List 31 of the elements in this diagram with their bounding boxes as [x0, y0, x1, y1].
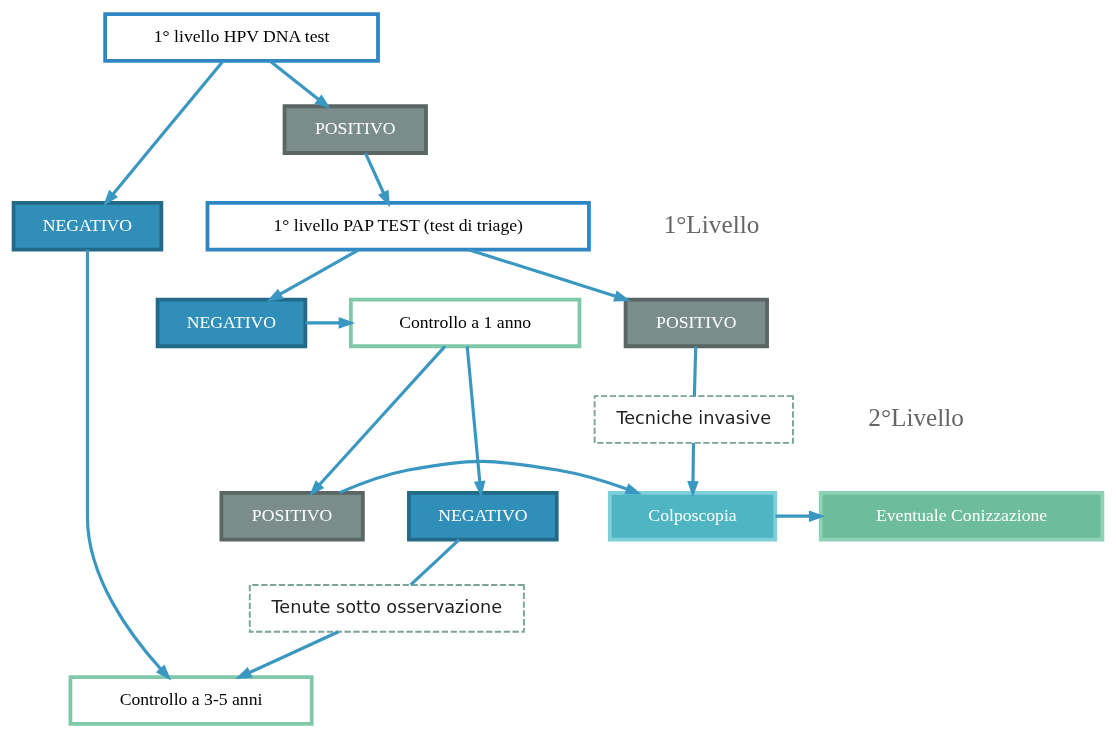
node-box: Controllo a 1 anno: [348, 297, 582, 349]
arrow: [85, 249, 172, 681]
node-box: POSITIVO: [282, 104, 428, 155]
node-box: Colposcopia: [607, 490, 778, 542]
node-box: Tecniche invasive: [593, 395, 794, 444]
node-box: 1° livello PAP TEST (test di triage): [205, 201, 591, 252]
node-box: 1° livello HPV DNA test: [103, 12, 380, 63]
label: 1°Livello: [663, 209, 760, 238]
node-box: Controllo a 3-5 anni: [68, 675, 314, 726]
node-box: POSITIVO: [623, 297, 769, 349]
arrow: [103, 60, 225, 207]
label: 2°Livello: [868, 402, 964, 431]
arrow: [308, 345, 447, 497]
node-box: NEGATIVO: [11, 201, 164, 252]
connector: [692, 346, 698, 397]
node-box: NEGATIVO: [407, 490, 559, 542]
node-box: Eventuale Conizzazione: [818, 490, 1105, 542]
arrow: [775, 510, 826, 522]
node-box: POSITIVO: [219, 490, 365, 542]
arrow: [364, 152, 391, 208]
arrow: [235, 630, 340, 680]
connector: [409, 538, 461, 587]
arrow: [266, 248, 360, 302]
arrow: [687, 443, 699, 498]
node-box: NEGATIVO: [155, 297, 308, 349]
arrow: [465, 346, 486, 498]
arrow: [468, 248, 631, 302]
node-box: Tenute sotto osservazione: [248, 584, 525, 633]
arrow: [305, 317, 356, 329]
arrow: [338, 459, 642, 495]
arrow: [268, 59, 331, 110]
